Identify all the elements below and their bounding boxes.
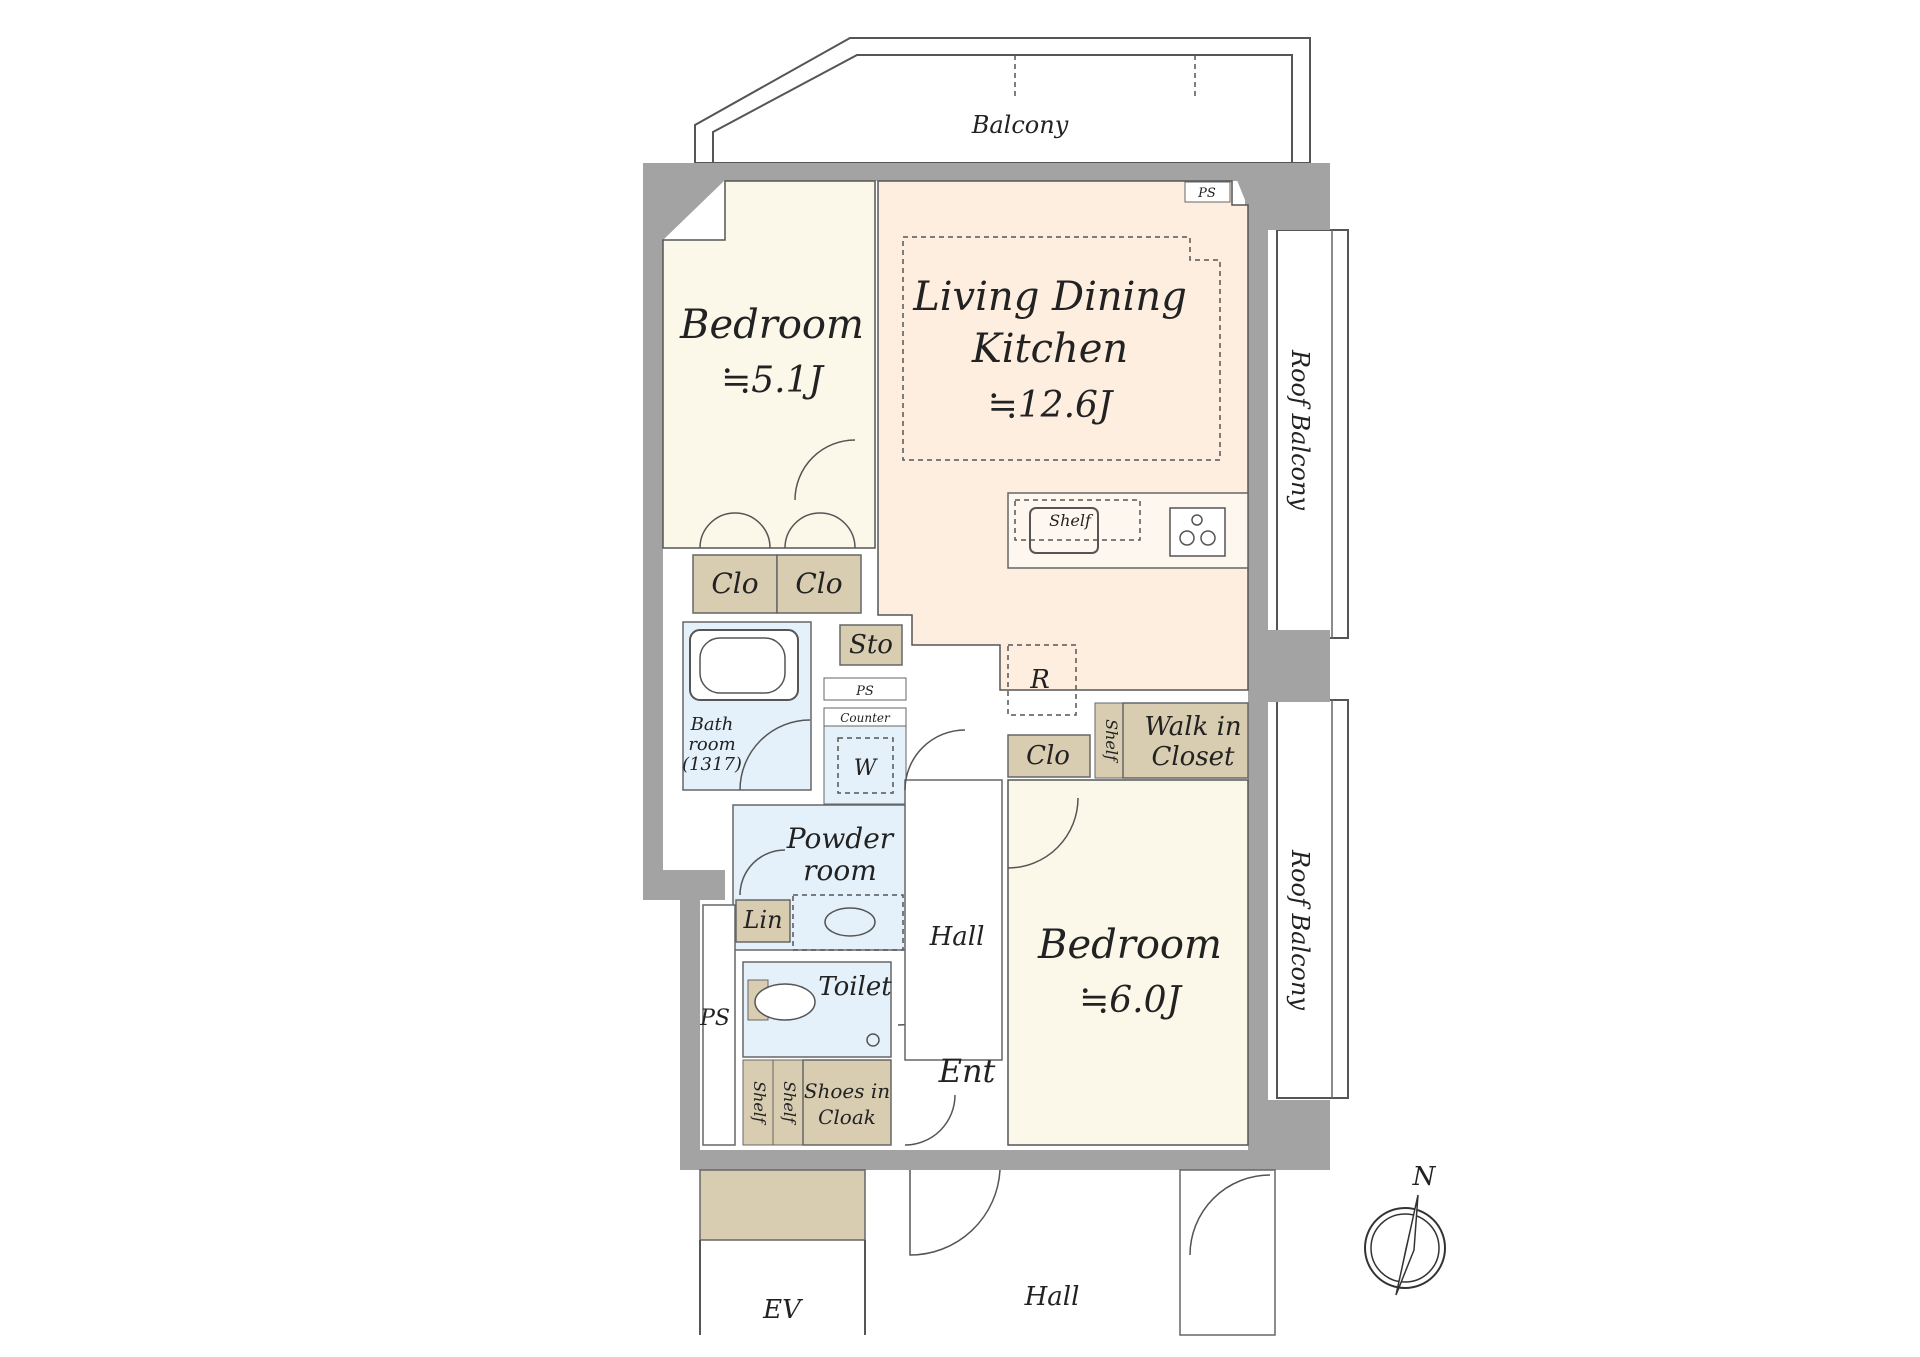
sto-label: Sto [849, 630, 893, 660]
ldk-size: ≒12.6J [988, 385, 1115, 426]
hall-inner-label: Hall [929, 922, 985, 952]
bedroom-se-size: ≒6.0J [1079, 980, 1183, 1021]
ps-top-label: PS [1197, 186, 1216, 201]
bedroom-nw: Bedroom ≒5.1J [662, 180, 876, 549]
ps-left-label: PS [699, 1006, 730, 1031]
washer-label: W [854, 756, 879, 781]
ps-left: PS [699, 904, 736, 1146]
clo-mid-label: Clo [1026, 741, 1070, 771]
compass-icon: N [1364, 1162, 1446, 1296]
hall-outer: Hall [909, 1169, 1276, 1336]
lower-storage [699, 1169, 866, 1241]
ldk-line1: Living Dining [912, 274, 1187, 320]
walk-in-closet: Shelf Walk in Closet [1094, 702, 1249, 779]
hall-inner: Hall Ent [904, 729, 1003, 1146]
storage-sto: Sto [839, 624, 903, 666]
bathroom-line1: Bath [690, 714, 734, 735]
bedroom-nw-name: Bedroom [679, 302, 864, 348]
toilet-room: Toilet [742, 961, 959, 1058]
bathroom: Bath room (1317) [682, 621, 812, 791]
roof-balcony-lower-label: Roof Balcony [1286, 849, 1314, 1010]
living-dining-kitchen: Living Dining Kitchen ≒12.6J PS Shelf R [877, 180, 1249, 716]
toilet-label: Toilet [818, 972, 892, 1002]
powder-line2: room [803, 854, 877, 887]
shelf-kitchen-label: Shelf [1049, 511, 1094, 530]
ev-label: EV [762, 1295, 803, 1325]
bedroom-nw-size: ≒5.1J [721, 360, 825, 401]
roof-balcony-upper: Roof Balcony [1276, 229, 1349, 639]
hall-outer-label: Hall [1024, 1282, 1080, 1312]
walkin-line1: Walk in [1144, 712, 1241, 742]
roof-balcony-upper-label: Roof Balcony [1286, 349, 1314, 510]
clo-left-label: Clo [711, 567, 758, 600]
laundry-area: PS Counter W [823, 677, 907, 805]
walkin-line2: Closet [1151, 742, 1235, 772]
closets-top: Clo Clo [692, 439, 862, 614]
compass-n-label: N [1412, 1162, 1437, 1192]
roof-balcony-lower: Roof Balcony [1276, 699, 1349, 1099]
bathroom-line2: room [688, 734, 735, 755]
counter-label: Counter [840, 711, 891, 725]
shelf-a-label: Shelf [750, 1081, 769, 1126]
powder-room: Powder room Lin [732, 804, 907, 951]
lin-label: Lin [742, 906, 782, 934]
ldk-line2: Kitchen [971, 326, 1128, 372]
shoes-line2: Cloak [818, 1105, 876, 1129]
walkin-shelf-label: Shelf [1102, 719, 1121, 764]
shoes-in-cloak: Shelf Shelf Shoes in Cloak [742, 1059, 892, 1146]
ent-label: Ent [938, 1052, 996, 1090]
shoes-line1: Shoes in [804, 1079, 890, 1103]
exterior-walls [643, 163, 1330, 1170]
balcony: Balcony [694, 37, 1311, 164]
balcony-label: Balcony [971, 111, 1069, 139]
clo-right-label: Clo [795, 567, 842, 600]
ps-small-label: PS [855, 684, 874, 699]
elevator-area: EV [699, 1240, 866, 1335]
bedroom-se-name: Bedroom [1037, 922, 1222, 968]
bathroom-line3: (1317) [682, 754, 742, 775]
bedroom-se: Bedroom ≒6.0J [1007, 779, 1249, 1146]
fridge-label: R [1029, 665, 1050, 695]
powder-line1: Powder [786, 822, 895, 855]
shelf-b-label: Shelf [780, 1081, 799, 1126]
